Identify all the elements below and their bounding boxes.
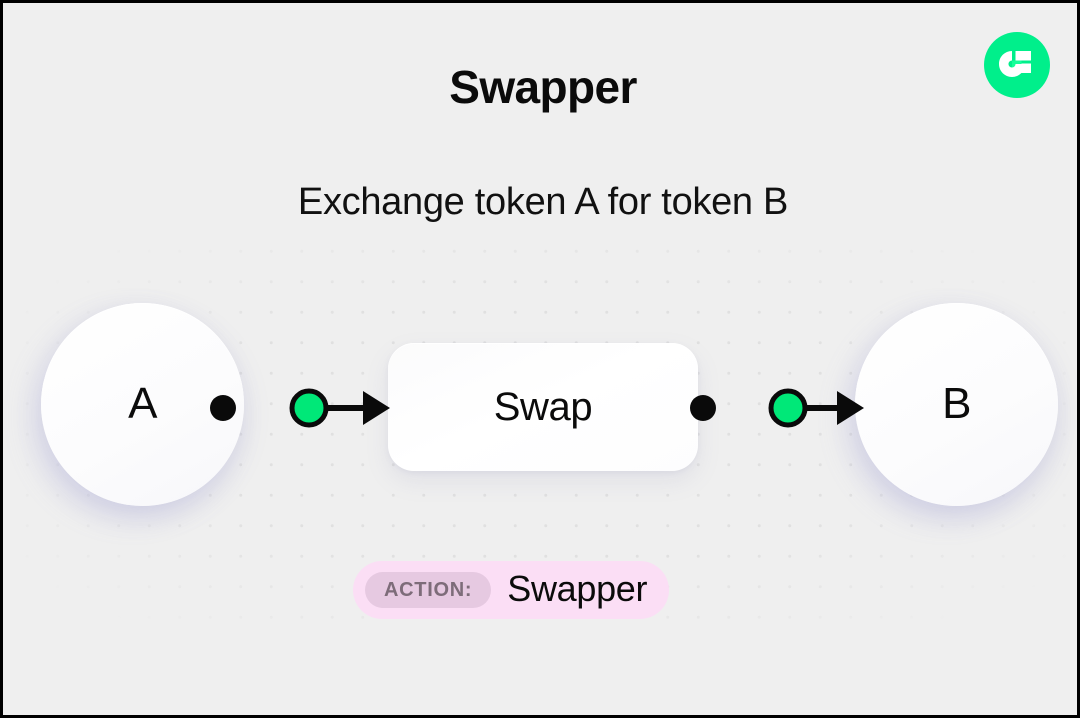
page-subtitle: Exchange token A for token B xyxy=(297,181,789,223)
page-title: Swapper xyxy=(449,61,637,113)
node-token-b[interactable]: B xyxy=(855,303,1058,506)
node-token-b-label: B xyxy=(942,378,971,428)
node-swap-label: Swap xyxy=(493,384,593,429)
node-token-a-label: A xyxy=(128,378,157,428)
node-swap[interactable]: Swap xyxy=(388,343,698,471)
action-badge: ACTION: Swapper xyxy=(353,561,670,619)
flow-logo xyxy=(984,32,1050,98)
action-kind-label: ACTION: xyxy=(365,572,492,608)
node-token-a[interactable]: A xyxy=(41,303,244,506)
swap-flow-diagram: A B xyxy=(3,303,1077,513)
action-value-label: Swapper xyxy=(507,567,648,609)
